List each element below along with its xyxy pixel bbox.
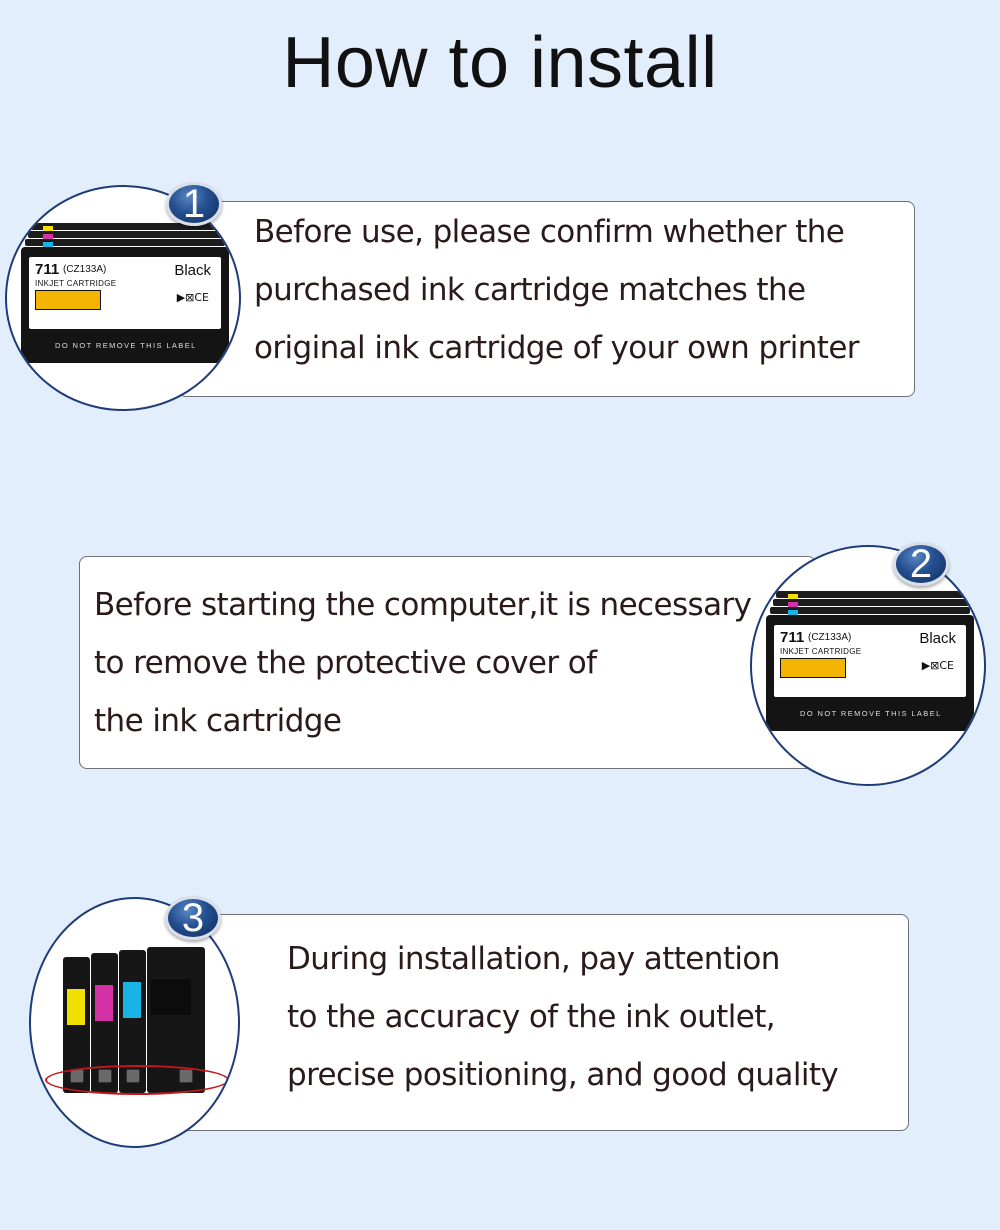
cartridge-number: 711: [35, 261, 60, 278]
cartridge-kind: INKJET CARTRIDGE: [35, 279, 117, 288]
cartridge-kind: INKJET CARTRIDGE: [780, 647, 862, 656]
cartridge-color: Black: [174, 262, 211, 279]
step-1-badge: 1: [166, 182, 222, 226]
cartridge-color: Black: [919, 630, 956, 647]
ink-cartridge-illustration: 711 (CZ133A) Black INKJET CARTRIDGE ▶⊠CE…: [19, 223, 229, 373]
step-1-line-3: original ink cartridge of your own print…: [254, 330, 860, 366]
step-2-line-1: Before starting the computer,it is neces…: [94, 587, 752, 623]
step-3-image: [29, 897, 240, 1148]
step-2-badge: 2: [893, 542, 949, 586]
warning-sticker: [780, 658, 846, 678]
cartridge-model: (CZ133A): [63, 264, 107, 275]
step-1-card: Before use, please confirm whether the p…: [178, 201, 915, 397]
ce-mark-icon: ▶⊠CE: [176, 291, 209, 304]
step-2-card: Before starting the computer,it is neces…: [79, 556, 816, 769]
ce-mark-icon: ▶⊠CE: [921, 659, 954, 672]
step-3-badge: 3: [165, 896, 221, 940]
cartridge-model: (CZ133A): [808, 632, 852, 643]
cartridge-footer: DO NOT REMOVE THIS LABEL: [800, 709, 942, 718]
warning-sticker: [35, 290, 101, 310]
page-title: How to install: [282, 23, 718, 103]
step-3-line-1: During installation, pay attention: [287, 941, 780, 977]
step-1-line-1: Before use, please confirm whether the: [254, 214, 845, 250]
step-2-image: 711 (CZ133A) Black INKJET CARTRIDGE ▶⊠CE…: [750, 545, 986, 786]
step-2-line-3: the ink cartridge: [94, 703, 342, 739]
step-3-card: During installation, pay attention to th…: [178, 914, 909, 1131]
cartridge-number: 711: [780, 629, 805, 646]
step-2-line-2: to remove the protective cover of: [94, 645, 597, 681]
step-1-line-2: purchased ink cartridge matches the: [254, 272, 806, 308]
cartridge-footer: DO NOT REMOVE THIS LABEL: [55, 341, 197, 350]
step-3-line-2: to the accuracy of the ink outlet,: [287, 999, 776, 1035]
ink-outlet-highlight-ring: [45, 1065, 229, 1095]
step-3-line-3: precise positioning, and good quality: [287, 1057, 839, 1093]
ink-cartridge-illustration: 711 (CZ133A) Black INKJET CARTRIDGE ▶⊠CE…: [764, 591, 974, 741]
